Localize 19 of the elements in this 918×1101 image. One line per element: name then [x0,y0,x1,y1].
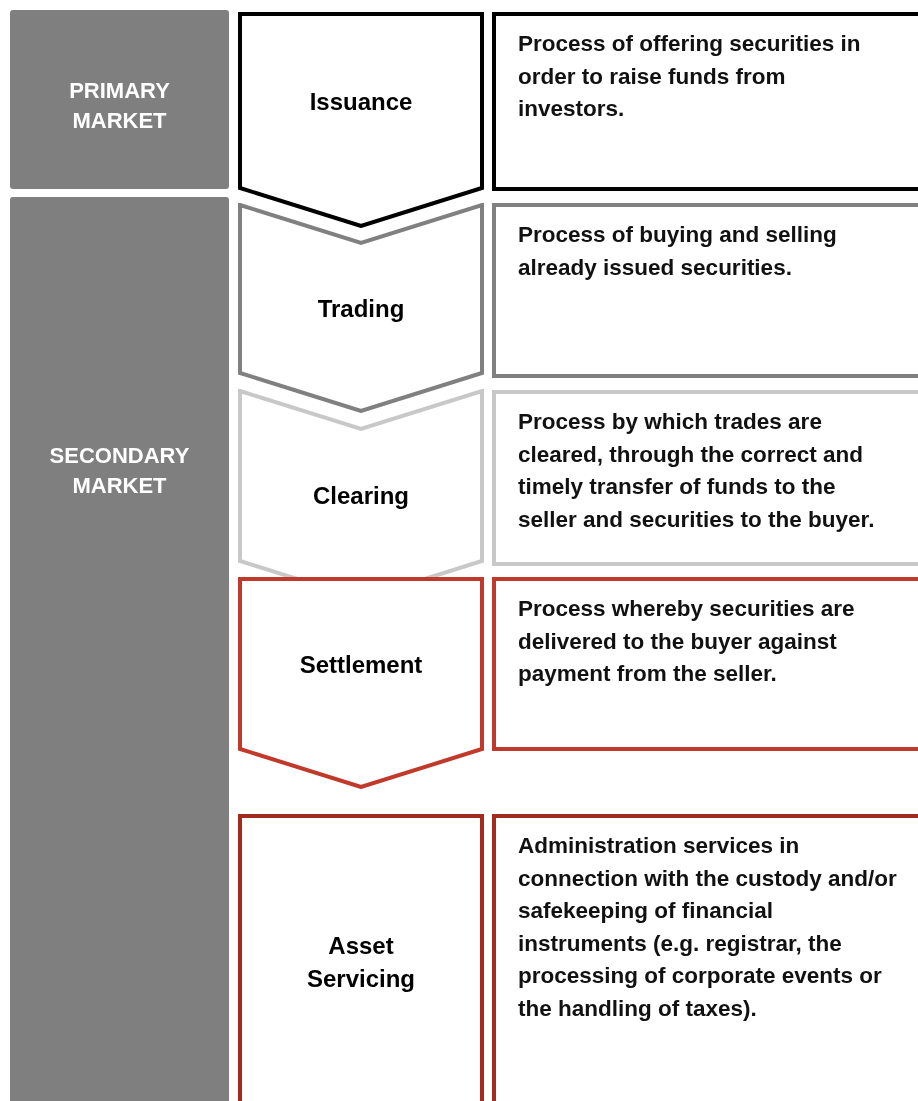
description-box [492,203,918,378]
description-box [492,577,918,751]
step-label: Issuance [308,86,414,117]
step-label: Asset Servicing [305,930,416,994]
market-band [10,10,229,189]
market-label: PRIMARY MARKET [68,77,171,135]
description-text: Administration services in connection with the custody and/or safekeeping of financial instruments (e.g. registrar, the processing of corporate events or the handling of taxes). [518,832,898,1023]
description-text: Process whereby securities are delivered to the buyer against payment from the seller. [518,595,856,688]
step-label: Clearing [312,480,410,511]
step-label: Settlement [298,649,424,680]
description-text: Process of buying and selling already issued securities. [518,221,838,282]
market-label: SECONDARY MARKET [48,442,191,500]
description-text: Process of offering securities in order to raise funds from investors. [518,30,862,123]
description-text: Process by which trades are cleared, through the correct and timely transfer of funds to the seller and securities to the buyer. [518,408,876,534]
description-box [492,814,918,1101]
description-box [492,12,918,191]
step-label: Trading [316,293,406,324]
description-box [492,390,918,566]
market-band [10,197,229,1101]
